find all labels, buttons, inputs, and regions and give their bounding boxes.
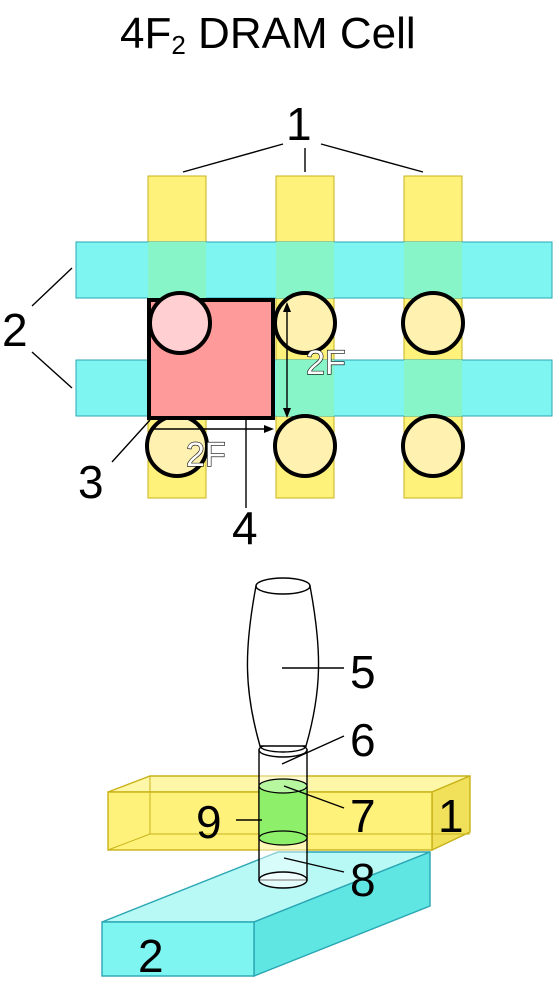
overlap-region — [404, 360, 462, 416]
dimension-label-horizontal: 2F — [186, 436, 226, 474]
capacitor-bottom-rim — [259, 745, 307, 753]
cell-circle — [148, 291, 212, 355]
label-contact-bottom: 8 — [350, 854, 376, 906]
wordline-slab — [101, 850, 431, 978]
leader-line — [31, 267, 73, 307]
leader-line — [320, 143, 424, 173]
leader-line — [182, 143, 284, 173]
label-channel: 9 — [196, 796, 222, 848]
channel-body — [258, 785, 308, 839]
capacitor-body — [246, 585, 320, 747]
title-main: 4F — [120, 9, 171, 58]
label-contact-top: 6 — [350, 714, 376, 766]
overlap-region — [276, 360, 334, 416]
leader-line — [111, 419, 151, 463]
overlap-region — [404, 242, 462, 298]
title-subscript: 2 — [171, 30, 185, 60]
title-rest: DRAM Cell — [186, 9, 416, 58]
cell-circle — [273, 414, 337, 478]
overlap-region — [148, 242, 206, 298]
label-cell-corner: 3 — [78, 456, 104, 508]
channel-top — [258, 778, 308, 794]
capacitor-top — [255, 577, 311, 595]
arrowhead — [264, 425, 274, 433]
leader-line — [281, 735, 345, 765]
label-wordline-slab: 2 — [138, 930, 164, 982]
dimension-label-vertical: 2F — [306, 344, 346, 382]
side-view: 5 6 7 9 8 1 2 — [101, 577, 471, 982]
wordline-front-face — [101, 921, 255, 977]
label-bitline-slab: 1 — [438, 790, 464, 842]
label-wordlines: 2 — [2, 304, 28, 356]
cell-circle — [401, 291, 465, 355]
leader-line — [283, 785, 345, 809]
label-cell-pitch: 4 — [232, 502, 258, 554]
leader-line — [283, 857, 345, 873]
label-capacitor: 5 — [350, 646, 376, 698]
vertical-pillar — [258, 742, 308, 889]
label-channel-top: 7 — [350, 790, 376, 842]
diagram-title: 4F2 DRAM Cell — [120, 9, 416, 60]
overlap-region — [276, 242, 334, 298]
hidden-edge — [107, 833, 151, 851]
capacitor — [246, 577, 320, 753]
arrowhead — [283, 302, 291, 312]
pillar-bottom — [258, 871, 308, 889]
leader-line — [31, 351, 73, 389]
arrowhead — [283, 408, 291, 418]
top-view: 2F 2F 1 2 3 4 — [2, 98, 553, 554]
cell-circle — [401, 414, 465, 478]
channel-bottom — [258, 830, 308, 846]
label-bitlines: 1 — [286, 98, 312, 150]
